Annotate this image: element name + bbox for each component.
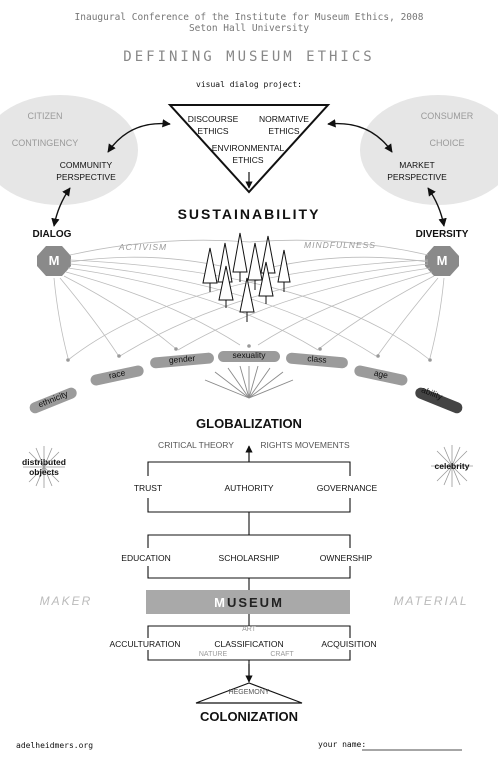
hegemony-triangle [195, 682, 303, 704]
museum-initial: M [214, 595, 227, 610]
identity-band [29, 351, 463, 414]
environmental-ethics: ENVIRONMENTAL ETHICS [211, 143, 285, 165]
globalization-heading: GLOBALIZATION [196, 416, 302, 431]
ethics-triangle [167, 104, 331, 194]
conference-title: Inaugural Conference of the Institute fo… [74, 12, 424, 23]
discourse-ethics: DISCOURSE ETHICS [187, 114, 239, 136]
celebrity-starburst-icon [431, 445, 473, 487]
maker-label: MAKER [39, 594, 93, 608]
distributed-objects-label: distributed objects [22, 457, 66, 477]
community-perspective: COMMUNITY PERSPECTIVE [56, 160, 116, 182]
education-label: EDUCATION [121, 553, 171, 563]
critical-theory-label: CRITICAL THEORY [158, 440, 234, 450]
arrow-community-dialog [51, 187, 71, 227]
art-label: ART [242, 626, 256, 633]
page-subtitle: visual dialog project: [196, 80, 302, 89]
consumer-label: CONSUMER [420, 111, 474, 121]
page-title: DEFINING MUSEUM ETHICS [123, 49, 375, 65]
acquisition-label: ACQUISITION [321, 639, 377, 649]
rights-movements-label: RIGHTS MOVEMENTS [260, 440, 350, 450]
dialog-label: DIALOG [32, 229, 72, 240]
sustainability-heading: SUSTAINABILITY [177, 206, 321, 222]
museum-bar [146, 590, 350, 614]
arrow-market-diversity [427, 187, 447, 227]
identity-sexuality: sexuality [232, 350, 266, 360]
museum-heading: MUSEUM [214, 595, 284, 610]
diversity-label: DIVERSITY [415, 229, 469, 240]
your-name-field[interactable] [362, 740, 462, 750]
distributed-starburst-icon [23, 446, 65, 488]
governance-label: GOVERNANCE [316, 483, 378, 493]
diversity-badge-letter: M [436, 253, 448, 268]
citizen-label: CITIZEN [27, 111, 63, 121]
celebrity-label: celebrity [434, 461, 470, 471]
colonization-heading: COLONIZATION [200, 709, 298, 724]
scholarship-label: SCHOLARSHIP [218, 553, 280, 563]
acculturation-label: ACCULTURATION [109, 639, 181, 649]
museum-rest: USEUM [226, 595, 284, 610]
identity-class: class [306, 353, 328, 365]
web-lines [53, 239, 445, 361]
material-label: MATERIAL [393, 594, 469, 608]
university-name: Seton Hall University [188, 23, 310, 34]
trust-label: TRUST [133, 483, 163, 493]
authority-label: AUTHORITY [224, 483, 274, 493]
bracket-frames [147, 461, 351, 676]
forest-icon [202, 232, 291, 322]
contingency-label: CONTINGENCY [11, 138, 79, 148]
site-link[interactable]: adelheidmers.org [16, 741, 94, 750]
choice-label: CHOICE [429, 138, 465, 148]
classification-label: CLASSIFICATION [214, 639, 284, 649]
craft-label: CRAFT [270, 651, 294, 658]
arrow-market-triangle [327, 119, 393, 153]
ownership-label: OWNERSHIP [319, 553, 373, 563]
web-dots [66, 344, 432, 362]
your-name-label: your name: [318, 740, 367, 749]
dialog-badge-letter: M [48, 253, 60, 268]
sunburst-icon [204, 365, 294, 399]
normative-ethics: NORMATIVE ETHICS [259, 114, 309, 136]
market-perspective: MARKET PERSPECTIVE [387, 160, 447, 182]
dialog-badge [37, 246, 71, 276]
nature-label: NATURE [198, 651, 228, 658]
diversity-badge [425, 246, 459, 276]
mindfulness-label: MINDFULNESS [304, 240, 376, 250]
hegemony-label: HEGEMONY [228, 689, 270, 696]
left-bubble [0, 95, 138, 205]
right-bubble [360, 95, 498, 205]
arrow-community-triangle [107, 119, 171, 153]
activism-label: ACTIVISM [118, 242, 168, 252]
